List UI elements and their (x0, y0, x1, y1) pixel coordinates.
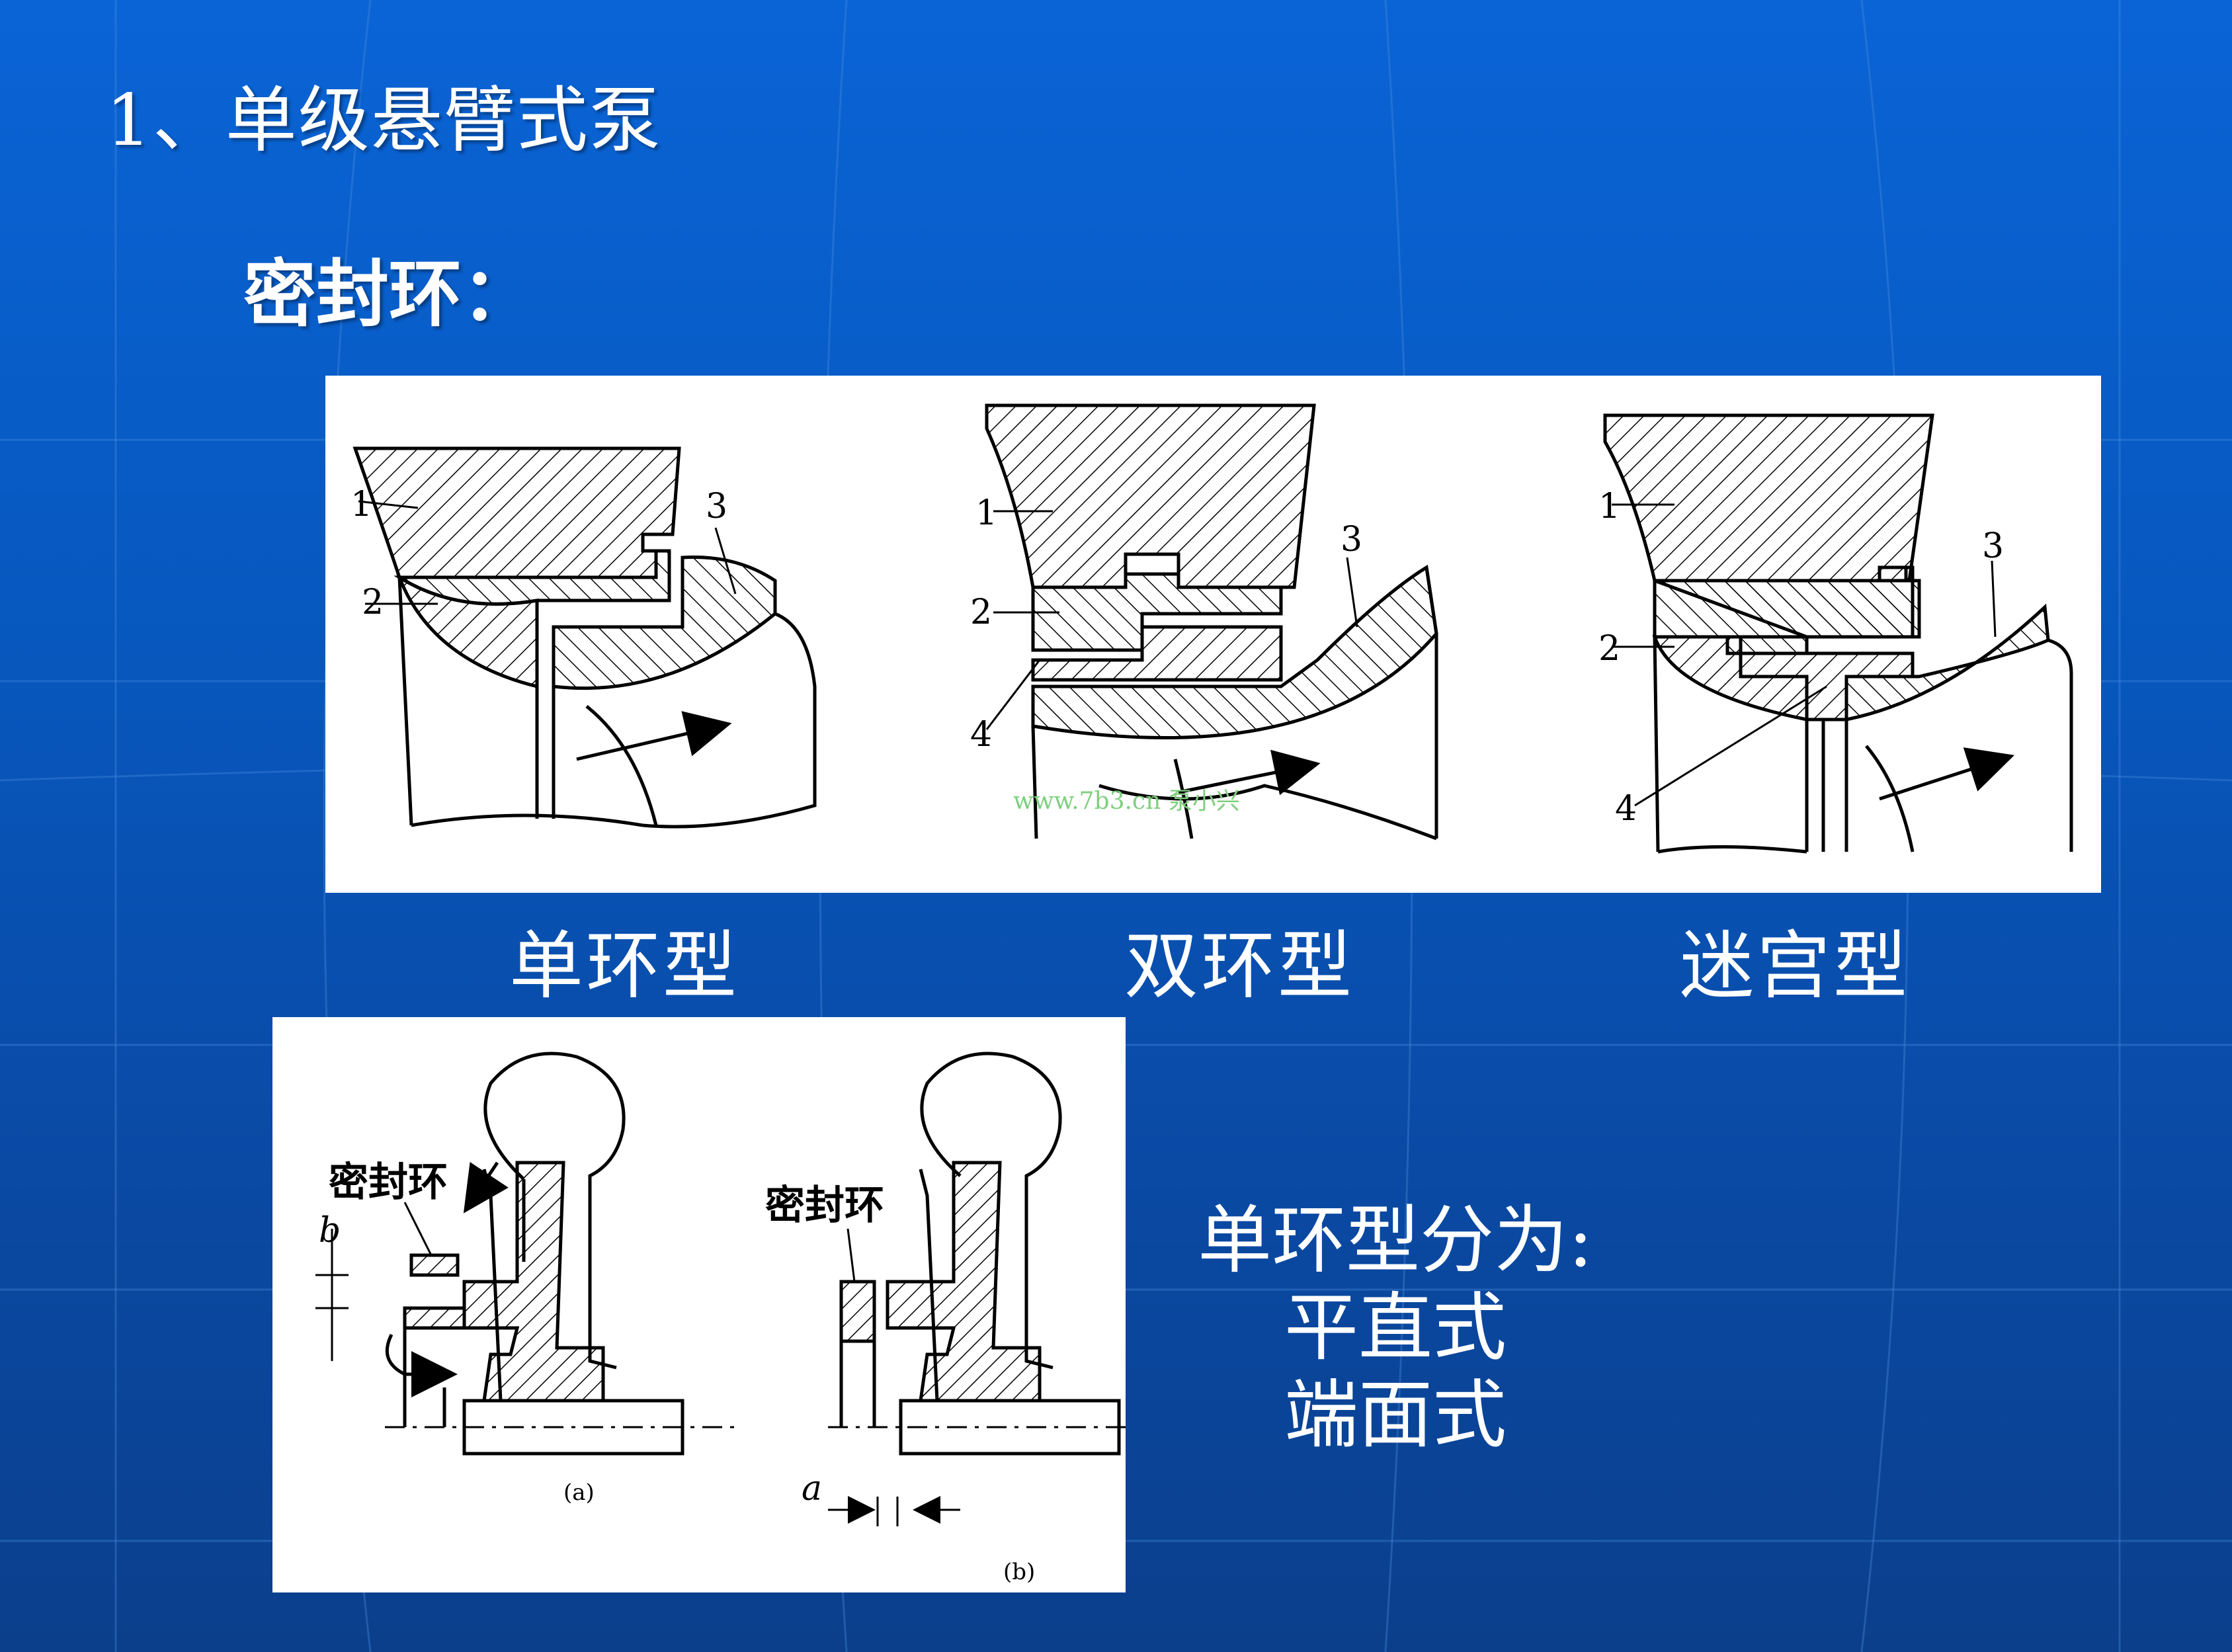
description-heading: 单环型分为: (1198, 1198, 1593, 1284)
caption-single-ring: 单环型 (509, 923, 739, 1009)
labyrinth-ring-drawing (1603, 413, 2073, 854)
double-label-2: 2 (970, 593, 992, 632)
variant-b-tag: (b) (1003, 1559, 1035, 1585)
caption-double-ring: 双环型 (1124, 923, 1354, 1009)
variant-b-drawing (828, 1052, 1126, 1526)
double-label-1: 1 (975, 493, 997, 533)
dim-a-label: a (802, 1469, 822, 1508)
seal-ring-label-b: 密封环 (765, 1182, 884, 1229)
section-subtitle: 密封环： (243, 251, 534, 337)
single-label-3: 3 (706, 487, 727, 526)
labyrinth-label-2: 2 (1598, 629, 1620, 669)
seal-ring-label-a: 密封环 (329, 1159, 448, 1206)
seal-ring-variants-figure: 密封环 b (a) 密封环 a (b) (272, 1017, 1126, 1592)
slide-title: 1、单级悬臂式泵 (106, 79, 662, 162)
labyrinth-label-1: 1 (1598, 487, 1620, 526)
double-ring-drawing (985, 403, 1438, 841)
double-label-3: 3 (1341, 520, 1362, 559)
labyrinth-label-4: 4 (1615, 789, 1637, 829)
watermark: www.7b3.cn 泵小兴 (1013, 788, 1240, 815)
single-ring-drawing (352, 446, 817, 829)
labyrinth-label-3: 3 (1982, 526, 2004, 566)
description-item-flat: 平直式 (1284, 1285, 1507, 1371)
description-item-face: 端面式 (1284, 1372, 1507, 1458)
double-label-4: 4 (970, 715, 992, 755)
caption-labyrinth: 迷宫型 (1680, 923, 1910, 1009)
variant-a-tag: (a) (563, 1479, 595, 1506)
seal-ring-variants-diagram: 密封环 b (a) 密封环 a (b) (315, 1052, 1126, 1585)
dim-b-label: b (319, 1211, 341, 1251)
single-ring-description: 单环型分为: 平直式 端面式 (1190, 1197, 1600, 1459)
seal-ring-types-diagram: 1 2 3 1 2 3 4 www.7b3.cn 泵小兴 (351, 403, 2073, 854)
single-label-2: 2 (362, 583, 384, 622)
seal-ring-types-figure: 1 2 3 1 2 3 4 www.7b3.cn 泵小兴 (325, 376, 2101, 893)
variant-a-drawing (315, 1052, 735, 1456)
single-label-1: 1 (351, 485, 372, 524)
